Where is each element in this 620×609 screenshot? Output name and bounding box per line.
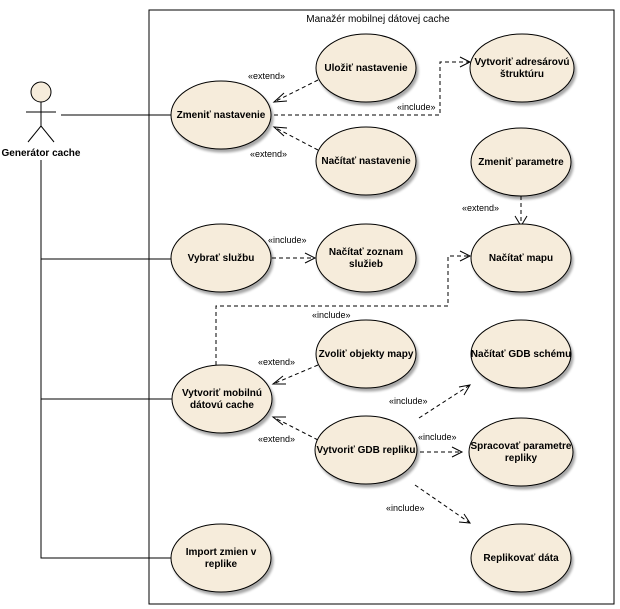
- use-case-vytvorit-cache[interactable]: Vytvoriť mobilnú dátovú cache: [171, 364, 273, 434]
- relation-label: «include»: [386, 503, 425, 513]
- arrowhead: [271, 416, 286, 426]
- extend-zvolit-objekty: «extend»: [258, 357, 319, 385]
- arrowhead: [272, 126, 288, 137]
- extend-ulozit-nastavenie: «extend»: [248, 71, 319, 103]
- actor-generator-cache[interactable]: Generátor cache: [2, 81, 81, 159]
- use-case-vytvorit-adresarovu[interactable]: Vytvoriť adresárovú štruktúru: [469, 33, 575, 103]
- use-case-label: Zmeniť nastavenie: [177, 110, 266, 121]
- system-title: Manažér mobilnej dátovej cache: [306, 14, 450, 25]
- association-import-zmien: [40, 160, 172, 559]
- extend-vytvorit-gdb: «extend»: [258, 416, 319, 444]
- arrowhead: [459, 56, 472, 68]
- actor-left-leg: [27, 125, 42, 143]
- use-case-label-line-1: Import zmien v: [186, 547, 257, 558]
- use-case-replikovat-data[interactable]: Replikovať dáta: [470, 523, 572, 593]
- use-case-label-line-2: služieb: [349, 259, 383, 270]
- use-case-ellipse: [470, 523, 572, 593]
- use-case-label: Zvoliť objekty mapy: [319, 349, 414, 360]
- arrowhead: [271, 375, 286, 385]
- use-case-ulozit-nastavenie[interactable]: Uložiť nastavenie: [315, 33, 417, 103]
- use-case-nacitat-zoznam[interactable]: Načítať zoznam služieb: [315, 223, 417, 293]
- use-case-ellipse: [171, 364, 273, 434]
- dependency-line: [273, 79, 319, 103]
- relation-label: «extend»: [250, 149, 287, 159]
- dependency-line: [215, 255, 470, 365]
- relation-label: «include»: [312, 310, 351, 320]
- use-case-ellipse: [315, 319, 417, 389]
- actor-right-leg: [40, 125, 55, 143]
- use-case-label-line-2: štruktúru: [500, 69, 544, 80]
- include-nacitat-zoznam: «include»: [268, 235, 317, 264]
- arrowhead: [458, 513, 471, 524]
- use-case-zmenit-parametre[interactable]: Zmeniť parametre: [470, 127, 572, 197]
- use-case-ellipse: [468, 417, 574, 487]
- relation-label: «extend»: [462, 203, 499, 213]
- use-case-vytvorit-gdb-repliku[interactable]: Vytvoriť GDB repliku: [314, 415, 418, 485]
- use-case-ellipse: [314, 415, 418, 485]
- use-case-label: Zmeniť parametre: [478, 157, 564, 168]
- use-case-import-zmien[interactable]: Import zmien v replike: [170, 523, 272, 593]
- use-case-ellipse: [315, 223, 417, 293]
- arrowhead: [304, 252, 317, 264]
- use-case-label-line-2: replike: [205, 559, 238, 570]
- arrowhead: [272, 92, 288, 103]
- use-case-spracovat-parametre[interactable]: Spracovať parametre repliky: [468, 417, 574, 487]
- use-case-ellipse: [170, 523, 272, 593]
- use-case-label-line-1: Spracovať parametre: [471, 441, 572, 452]
- include-nacitat-mapu: «include»: [215, 250, 472, 365]
- arrowhead: [459, 250, 472, 262]
- use-case-label-line-2: dátovú cache: [190, 400, 254, 411]
- relation-label: «include»: [389, 396, 428, 406]
- use-case-label-line-2: repliky: [505, 453, 538, 464]
- include-nacitat-gdb: «include»: [389, 384, 471, 419]
- include-spracovat-parametre: «include»: [418, 432, 464, 458]
- use-case-ellipse: [470, 319, 572, 389]
- actor-name: Generátor cache: [2, 148, 81, 159]
- use-case-label: Načítať nastavenie: [321, 156, 411, 167]
- use-case-label-line-1: Vytvoriť adresárovú: [474, 57, 569, 68]
- relation-label: «extend»: [258, 357, 295, 367]
- arrowhead: [458, 384, 471, 396]
- actor-head: [30, 81, 52, 103]
- include-replikovat-data: «include»: [386, 484, 471, 524]
- include-vytvorit-adresarovu: «include»: [274, 56, 472, 116]
- use-case-label-line-1: Načítať zoznam: [329, 247, 403, 258]
- extend-nacitat-nastavenie: «extend»: [250, 126, 319, 159]
- arrowhead: [451, 446, 464, 458]
- use-case-label: Načítať GDB schému: [471, 349, 571, 360]
- use-case-zvolit-objekty[interactable]: Zvoliť objekty mapy: [315, 319, 417, 389]
- dependency-line: [418, 384, 471, 419]
- use-case-label: Replikovať dáta: [483, 553, 559, 564]
- use-case-label: Vytvoriť GDB repliku: [317, 445, 416, 456]
- relation-label: «extend»: [248, 71, 285, 81]
- use-case-ellipse: [470, 223, 572, 293]
- use-case-nacitat-nastavenie[interactable]: Načítať nastavenie: [315, 126, 417, 196]
- use-case-label-line-1: Vytvoriť mobilnú: [182, 388, 262, 399]
- use-case-label: Načítať mapu: [489, 253, 553, 264]
- use-case-nacitat-mapu[interactable]: Načítať mapu: [470, 223, 572, 293]
- use-case-label: Uložiť nastavenie: [324, 63, 408, 74]
- use-case-ellipse: [315, 126, 417, 196]
- relation-label: «extend»: [258, 434, 295, 444]
- use-case-vybrat-sluzbu[interactable]: Vybrať službu: [170, 223, 272, 293]
- dependency-line: [274, 61, 470, 116]
- use-case-ellipse: [170, 80, 272, 150]
- use-case-zmenit-nastavenie[interactable]: Zmeniť nastavenie: [170, 80, 272, 150]
- dependency-line: [272, 416, 319, 441]
- relation-label: «include»: [397, 102, 436, 112]
- use-case-nacitat-gdb-schemu[interactable]: Načítať GDB schému: [470, 319, 572, 389]
- relation-label: «include»: [418, 432, 457, 442]
- use-case-ellipse: [315, 33, 417, 103]
- use-case-label: Vybrať službu: [188, 253, 255, 264]
- use-case-ellipse: [469, 33, 575, 103]
- use-case-ellipse: [170, 223, 272, 293]
- dependency-line: [272, 364, 319, 385]
- relation-label: «include»: [268, 235, 307, 245]
- dependency-line: [273, 126, 319, 151]
- use-case-ellipse: [470, 127, 572, 197]
